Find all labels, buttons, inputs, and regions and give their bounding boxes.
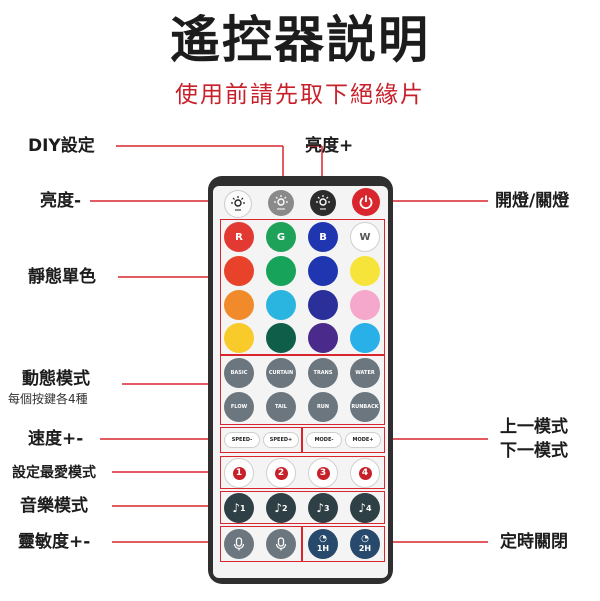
color-button-b[interactable]: B xyxy=(308,222,338,252)
color-button-r2c4[interactable] xyxy=(350,290,380,320)
label-timer: 定時關閉 xyxy=(500,532,568,552)
favorite-1-label: 1 xyxy=(232,466,246,480)
music-note-icon: ♪ xyxy=(232,501,241,515)
color-button-r2c1[interactable] xyxy=(224,290,254,320)
color-button-r1c4[interactable] xyxy=(350,256,380,286)
music-1-label: 1 xyxy=(240,503,246,513)
dynamic-button-water[interactable]: WATER xyxy=(350,358,380,388)
music-4-label: 4 xyxy=(366,503,372,513)
music-3-label: 3 xyxy=(324,503,330,513)
sun-bright-icon xyxy=(316,195,330,210)
color-button-r1c1[interactable] xyxy=(224,256,254,286)
favorite-3-label: 3 xyxy=(316,466,330,480)
timer-icon: ◔ xyxy=(361,534,369,544)
color-button-w[interactable]: W xyxy=(350,222,380,252)
color-button-r3c3[interactable] xyxy=(308,323,338,353)
favorite-button-4[interactable]: 4 xyxy=(350,458,380,488)
dynamic-button-trans[interactable]: TRANS xyxy=(308,358,338,388)
label-power: 開燈/關燈 xyxy=(495,191,570,211)
music-button-4[interactable]: ♪4 xyxy=(350,493,380,523)
mode-prev-button[interactable]: MODE- xyxy=(306,432,342,448)
timer-2h-button[interactable]: ◔ 2H xyxy=(350,529,380,559)
favorite-4-label: 4 xyxy=(358,466,372,480)
label-brightness-up: 亮度+ xyxy=(305,136,354,156)
music-2-label: 2 xyxy=(282,503,288,513)
music-button-2[interactable]: ♪2 xyxy=(266,493,296,523)
label-static-color: 靜態單色 xyxy=(28,267,96,287)
speed-up-button[interactable]: SPEED+ xyxy=(263,432,299,448)
color-button-r3c1[interactable] xyxy=(224,323,254,353)
color-button-g[interactable]: G xyxy=(266,222,296,252)
favorite-button-1[interactable]: 1 xyxy=(224,458,254,488)
music-button-3[interactable]: ♪3 xyxy=(308,493,338,523)
color-button-r2c2[interactable] xyxy=(266,290,296,320)
timer-2h-label: 2H xyxy=(358,544,372,553)
page-title: 遙控器説明 xyxy=(170,11,430,69)
microphone-icon xyxy=(275,537,287,551)
label-speed: 速度+- xyxy=(28,429,84,449)
dynamic-button-runback[interactable]: RUNBACK xyxy=(350,392,380,422)
speed-group xyxy=(220,427,302,453)
power-icon xyxy=(359,195,373,209)
timer-group xyxy=(302,526,385,562)
label-dynamic-mode: 動態模式 xyxy=(22,369,90,389)
dynamic-button-tail[interactable]: TAIL xyxy=(266,392,296,422)
music-button-1[interactable]: ♪1 xyxy=(224,493,254,523)
timer-icon: ◔ xyxy=(319,534,327,544)
label-mode-down: 下一模式 xyxy=(500,441,568,461)
favorite-group xyxy=(220,456,385,489)
dynamic-mode-group xyxy=(220,354,385,425)
sensitivity-group xyxy=(220,526,302,562)
microphone-icon xyxy=(233,537,245,551)
static-color-group xyxy=(220,219,385,356)
timer-1h-label: 1H xyxy=(316,544,330,553)
color-button-r2c3[interactable] xyxy=(308,290,338,320)
music-note-icon: ♪ xyxy=(358,501,367,515)
sensitivity-down-button[interactable] xyxy=(224,529,254,559)
label-mode-up: 上一模式 xyxy=(500,417,568,437)
music-note-icon: ♪ xyxy=(316,501,325,515)
timer-1h-button[interactable]: ◔ 1H xyxy=(308,529,338,559)
favorite-button-3[interactable]: 3 xyxy=(308,458,338,488)
color-button-r1c2[interactable] xyxy=(266,256,296,286)
diy-button[interactable] xyxy=(268,190,294,216)
color-button-r3c4[interactable] xyxy=(350,323,380,353)
dynamic-button-run[interactable]: RUN xyxy=(308,392,338,422)
brightness-down-button[interactable] xyxy=(224,190,252,218)
power-button[interactable] xyxy=(352,188,380,216)
music-note-icon: ♪ xyxy=(274,501,283,515)
color-button-r3c2[interactable] xyxy=(266,323,296,353)
speed-down-button[interactable]: SPEED- xyxy=(224,432,260,448)
label-sensitivity: 靈敏度+- xyxy=(18,532,91,552)
sun-diy-icon xyxy=(274,195,288,210)
favorite-2-label: 2 xyxy=(274,466,288,480)
sun-dim-icon xyxy=(231,196,245,211)
label-dynamic-note: 每個按鍵各4種 xyxy=(8,392,88,406)
mode-next-button[interactable]: MODE+ xyxy=(345,432,381,448)
mode-group xyxy=(302,427,385,453)
favorite-button-2[interactable]: 2 xyxy=(266,458,296,488)
label-favorite: 設定最愛模式 xyxy=(12,465,96,481)
brightness-up-button[interactable] xyxy=(310,190,336,216)
label-diy: DIY設定 xyxy=(28,136,95,156)
dynamic-button-basic[interactable]: BASIC xyxy=(224,358,254,388)
page-subtitle: 使用前請先取下絕緣片 xyxy=(175,82,425,108)
dynamic-button-curtain[interactable]: CURTAIN xyxy=(266,358,296,388)
label-brightness-down: 亮度- xyxy=(40,191,82,211)
color-button-r[interactable]: R xyxy=(224,222,254,252)
dynamic-button-flow[interactable]: FLOW xyxy=(224,392,254,422)
music-group xyxy=(220,491,385,524)
sensitivity-up-button[interactable] xyxy=(266,529,296,559)
label-music: 音樂模式 xyxy=(20,496,88,516)
color-button-r1c3[interactable] xyxy=(308,256,338,286)
